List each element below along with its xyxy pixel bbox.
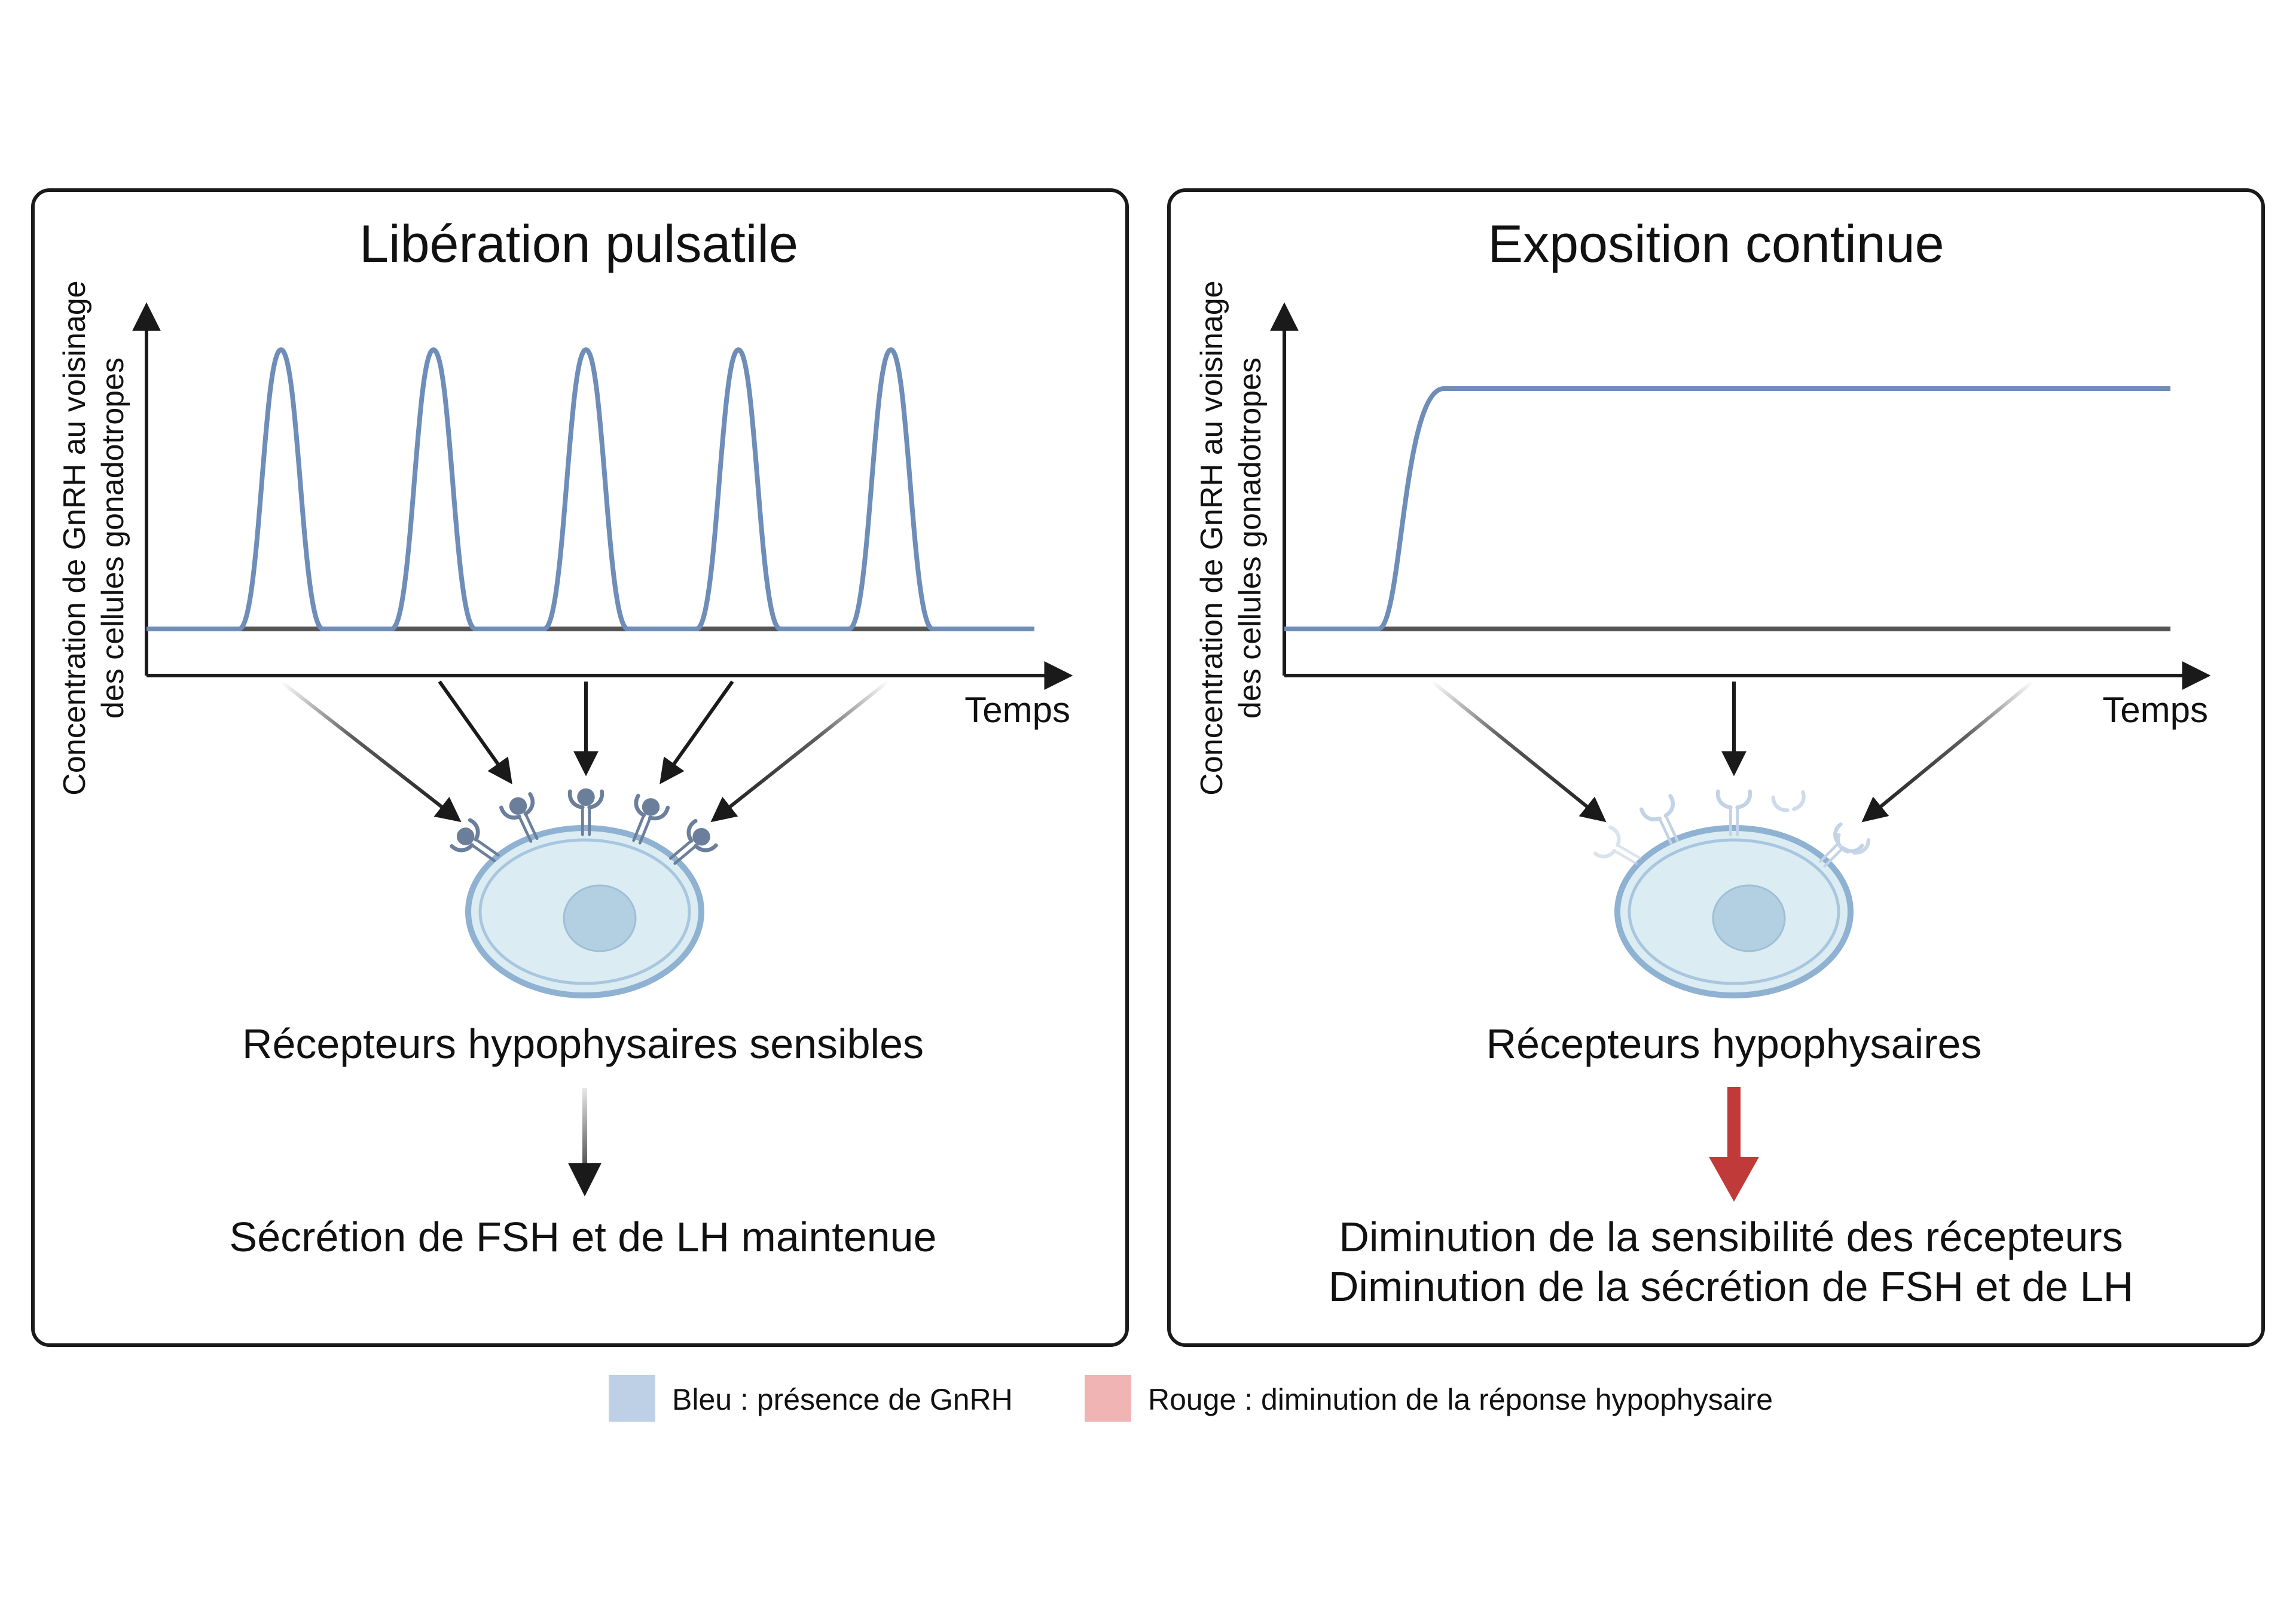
receptors-desensitized: [1595, 792, 1871, 875]
panel-continuous: Exposition continue Concentration de GnR…: [1167, 188, 2265, 1347]
panel-title: Libération pulsatile: [359, 214, 798, 273]
y-axis-label-line1: Concentration de GnRH au voisinage: [57, 280, 92, 795]
arrow-pulse-1: [280, 680, 462, 823]
arrow-continuous-3: [1861, 680, 2034, 823]
continuous-signal: [1284, 386, 2170, 631]
arrow-pulse-2: [438, 680, 512, 784]
pituitary-cell: [465, 825, 704, 998]
panel-title: Exposition continue: [1488, 214, 1944, 273]
legend-swatch-red: [1085, 1375, 1131, 1422]
cell-label: Récepteurs hypophysaires: [1486, 1021, 1982, 1067]
pulsatile-signal: [146, 347, 1034, 631]
y-axis-label-line2: des cellules gonadotropes: [96, 358, 130, 719]
cell-nucleus: [1712, 884, 1786, 952]
y-axis-label-line2: des cellules gonadotropes: [1233, 358, 1268, 719]
pituitary-cell: [1614, 825, 1854, 998]
panel-frame: [1167, 188, 2265, 1347]
panel-frame: [31, 188, 1129, 1347]
y-axis-label-line1: Concentration de GnRH au voisinage: [1195, 280, 1229, 795]
outcome-line-1: Diminution de la sensibilité des récepte…: [1339, 1214, 2123, 1260]
y-axis-label: Concentration de GnRH au voisinage des c…: [1195, 280, 1268, 795]
x-axis-label: Temps: [964, 690, 1070, 730]
arrow-red-outcome: [1709, 1087, 1759, 1202]
y-axis-label: Concentration de GnRH au voisinage des c…: [57, 280, 130, 795]
receptors-active: [450, 788, 719, 873]
arrow-continuous-1: [1431, 680, 1607, 823]
legend-label-red: Rouge : diminution de la réponse hypophy…: [1148, 1383, 1773, 1416]
arrow-pulse-5: [710, 680, 889, 823]
outcome-line-1: Sécrétion de FSH et de LH maintenue: [230, 1214, 937, 1260]
outcome-line-2: Diminution de la sécrétion de FSH et de …: [1329, 1263, 2133, 1310]
panel-pulsatile: Libération pulsatile Concentration de Gn…: [31, 188, 1129, 1347]
cell-label: Récepteurs hypophysaires sensibles: [242, 1021, 924, 1067]
cell-nucleus: [563, 884, 637, 952]
legend-swatch-blue: [609, 1375, 655, 1422]
arrow-pulse-4: [660, 680, 734, 784]
x-axis-label: Temps: [2102, 690, 2208, 730]
legend-label-blue: Bleu : présence de GnRH: [672, 1383, 1013, 1416]
legend: Bleu : présence de GnRH Rouge : diminuti…: [609, 1375, 1773, 1422]
